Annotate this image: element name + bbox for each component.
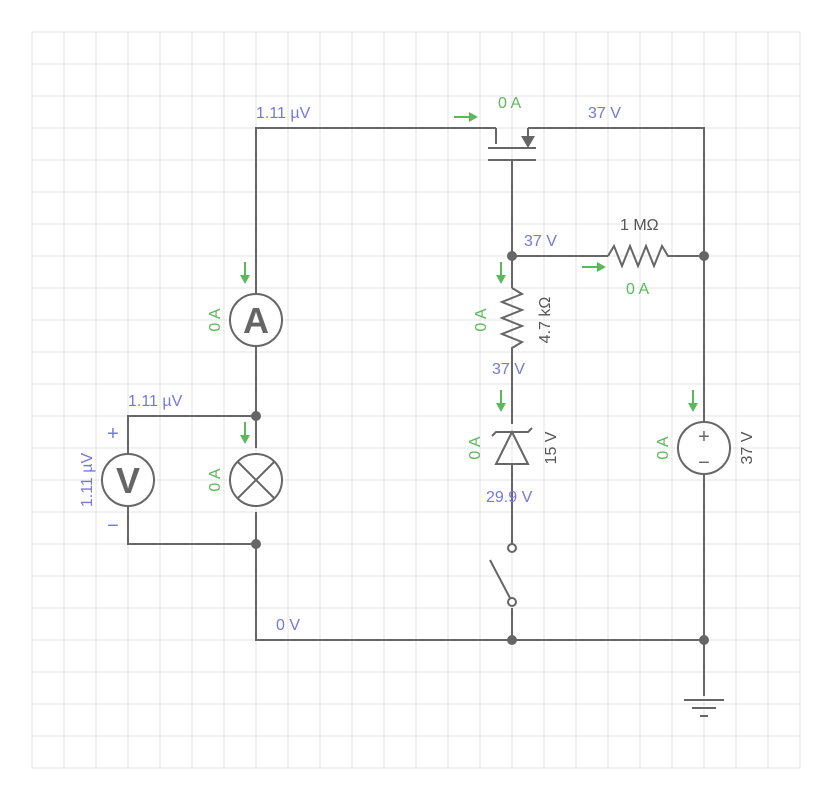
resistor-mid[interactable] bbox=[499, 287, 525, 352]
voltage-label: 0 V bbox=[276, 617, 300, 634]
voltage-label: 1.11 µV bbox=[128, 393, 183, 410]
node[interactable] bbox=[507, 635, 517, 645]
resistor-top[interactable] bbox=[607, 243, 672, 269]
mosfet[interactable] bbox=[488, 128, 536, 161]
node[interactable] bbox=[251, 411, 261, 421]
current-arrow-icon bbox=[496, 262, 506, 284]
voltmeter[interactable]: V + − bbox=[101, 423, 155, 537]
current-arrow-icon bbox=[496, 390, 506, 412]
source-plus-sign: + bbox=[698, 426, 710, 448]
current-label: 0 A bbox=[467, 436, 484, 459]
current-arrow-icon bbox=[240, 262, 250, 284]
node[interactable] bbox=[699, 635, 709, 645]
current-arrow-icon bbox=[240, 422, 250, 444]
node[interactable] bbox=[507, 251, 517, 261]
current-label: 0 A bbox=[207, 468, 224, 491]
current-label: 0 A bbox=[207, 308, 224, 331]
wire-voltmeter-top[interactable] bbox=[127, 415, 256, 456]
ammeter-letter: A bbox=[243, 300, 269, 341]
voltage-label: 37 V bbox=[588, 105, 621, 122]
current-arrow-icon bbox=[688, 390, 698, 412]
source-value: 37 V bbox=[739, 431, 756, 464]
nodes bbox=[251, 251, 709, 645]
current-arrows bbox=[240, 112, 698, 444]
zener-diode[interactable] bbox=[491, 427, 533, 465]
voltmeter-plus-sign: + bbox=[107, 423, 119, 445]
node[interactable] bbox=[699, 251, 709, 261]
voltage-label: 29.9 V bbox=[486, 489, 533, 506]
switch[interactable] bbox=[489, 543, 517, 607]
current-label: 0 A bbox=[626, 281, 649, 298]
source-minus-sign: − bbox=[698, 452, 710, 474]
current-label: 0 A bbox=[498, 95, 521, 112]
labels: 1.11 µV 0 A 37 V 37 V 1 MΩ 0 A 37 V 1.11… bbox=[79, 95, 756, 634]
wire-right-top[interactable] bbox=[528, 127, 705, 256]
current-label: 0 A bbox=[655, 436, 672, 459]
voltmeter-letter: V bbox=[116, 460, 140, 501]
node[interactable] bbox=[251, 539, 261, 549]
voltage-label: 37 V bbox=[492, 361, 525, 378]
wire-voltmeter-bottom[interactable] bbox=[127, 504, 256, 545]
grid bbox=[31, 31, 801, 769]
wire-bottom[interactable] bbox=[255, 512, 704, 641]
current-arrow-icon bbox=[454, 112, 478, 122]
current-arrow-icon bbox=[582, 262, 606, 272]
mosfet-arrow-icon bbox=[521, 136, 535, 148]
resistor-top-value: 1 MΩ bbox=[620, 217, 659, 234]
resistor-mid-value: 4.7 kΩ bbox=[537, 297, 554, 344]
ground-icon[interactable] bbox=[684, 699, 724, 717]
current-label: 0 A bbox=[473, 308, 490, 331]
lamp[interactable] bbox=[229, 453, 283, 507]
zener-value: 15 V bbox=[543, 431, 560, 464]
wire-left-top[interactable] bbox=[255, 127, 496, 296]
voltmeter-minus-sign: − bbox=[107, 515, 119, 537]
voltmeter-reading: 1.11 µV bbox=[79, 453, 96, 508]
voltage-label: 1.11 µV bbox=[256, 105, 311, 122]
wires bbox=[127, 127, 705, 696]
voltage-source[interactable]: + − bbox=[677, 421, 731, 475]
voltage-label: 37 V bbox=[524, 233, 557, 250]
ammeter[interactable]: A bbox=[229, 293, 283, 347]
